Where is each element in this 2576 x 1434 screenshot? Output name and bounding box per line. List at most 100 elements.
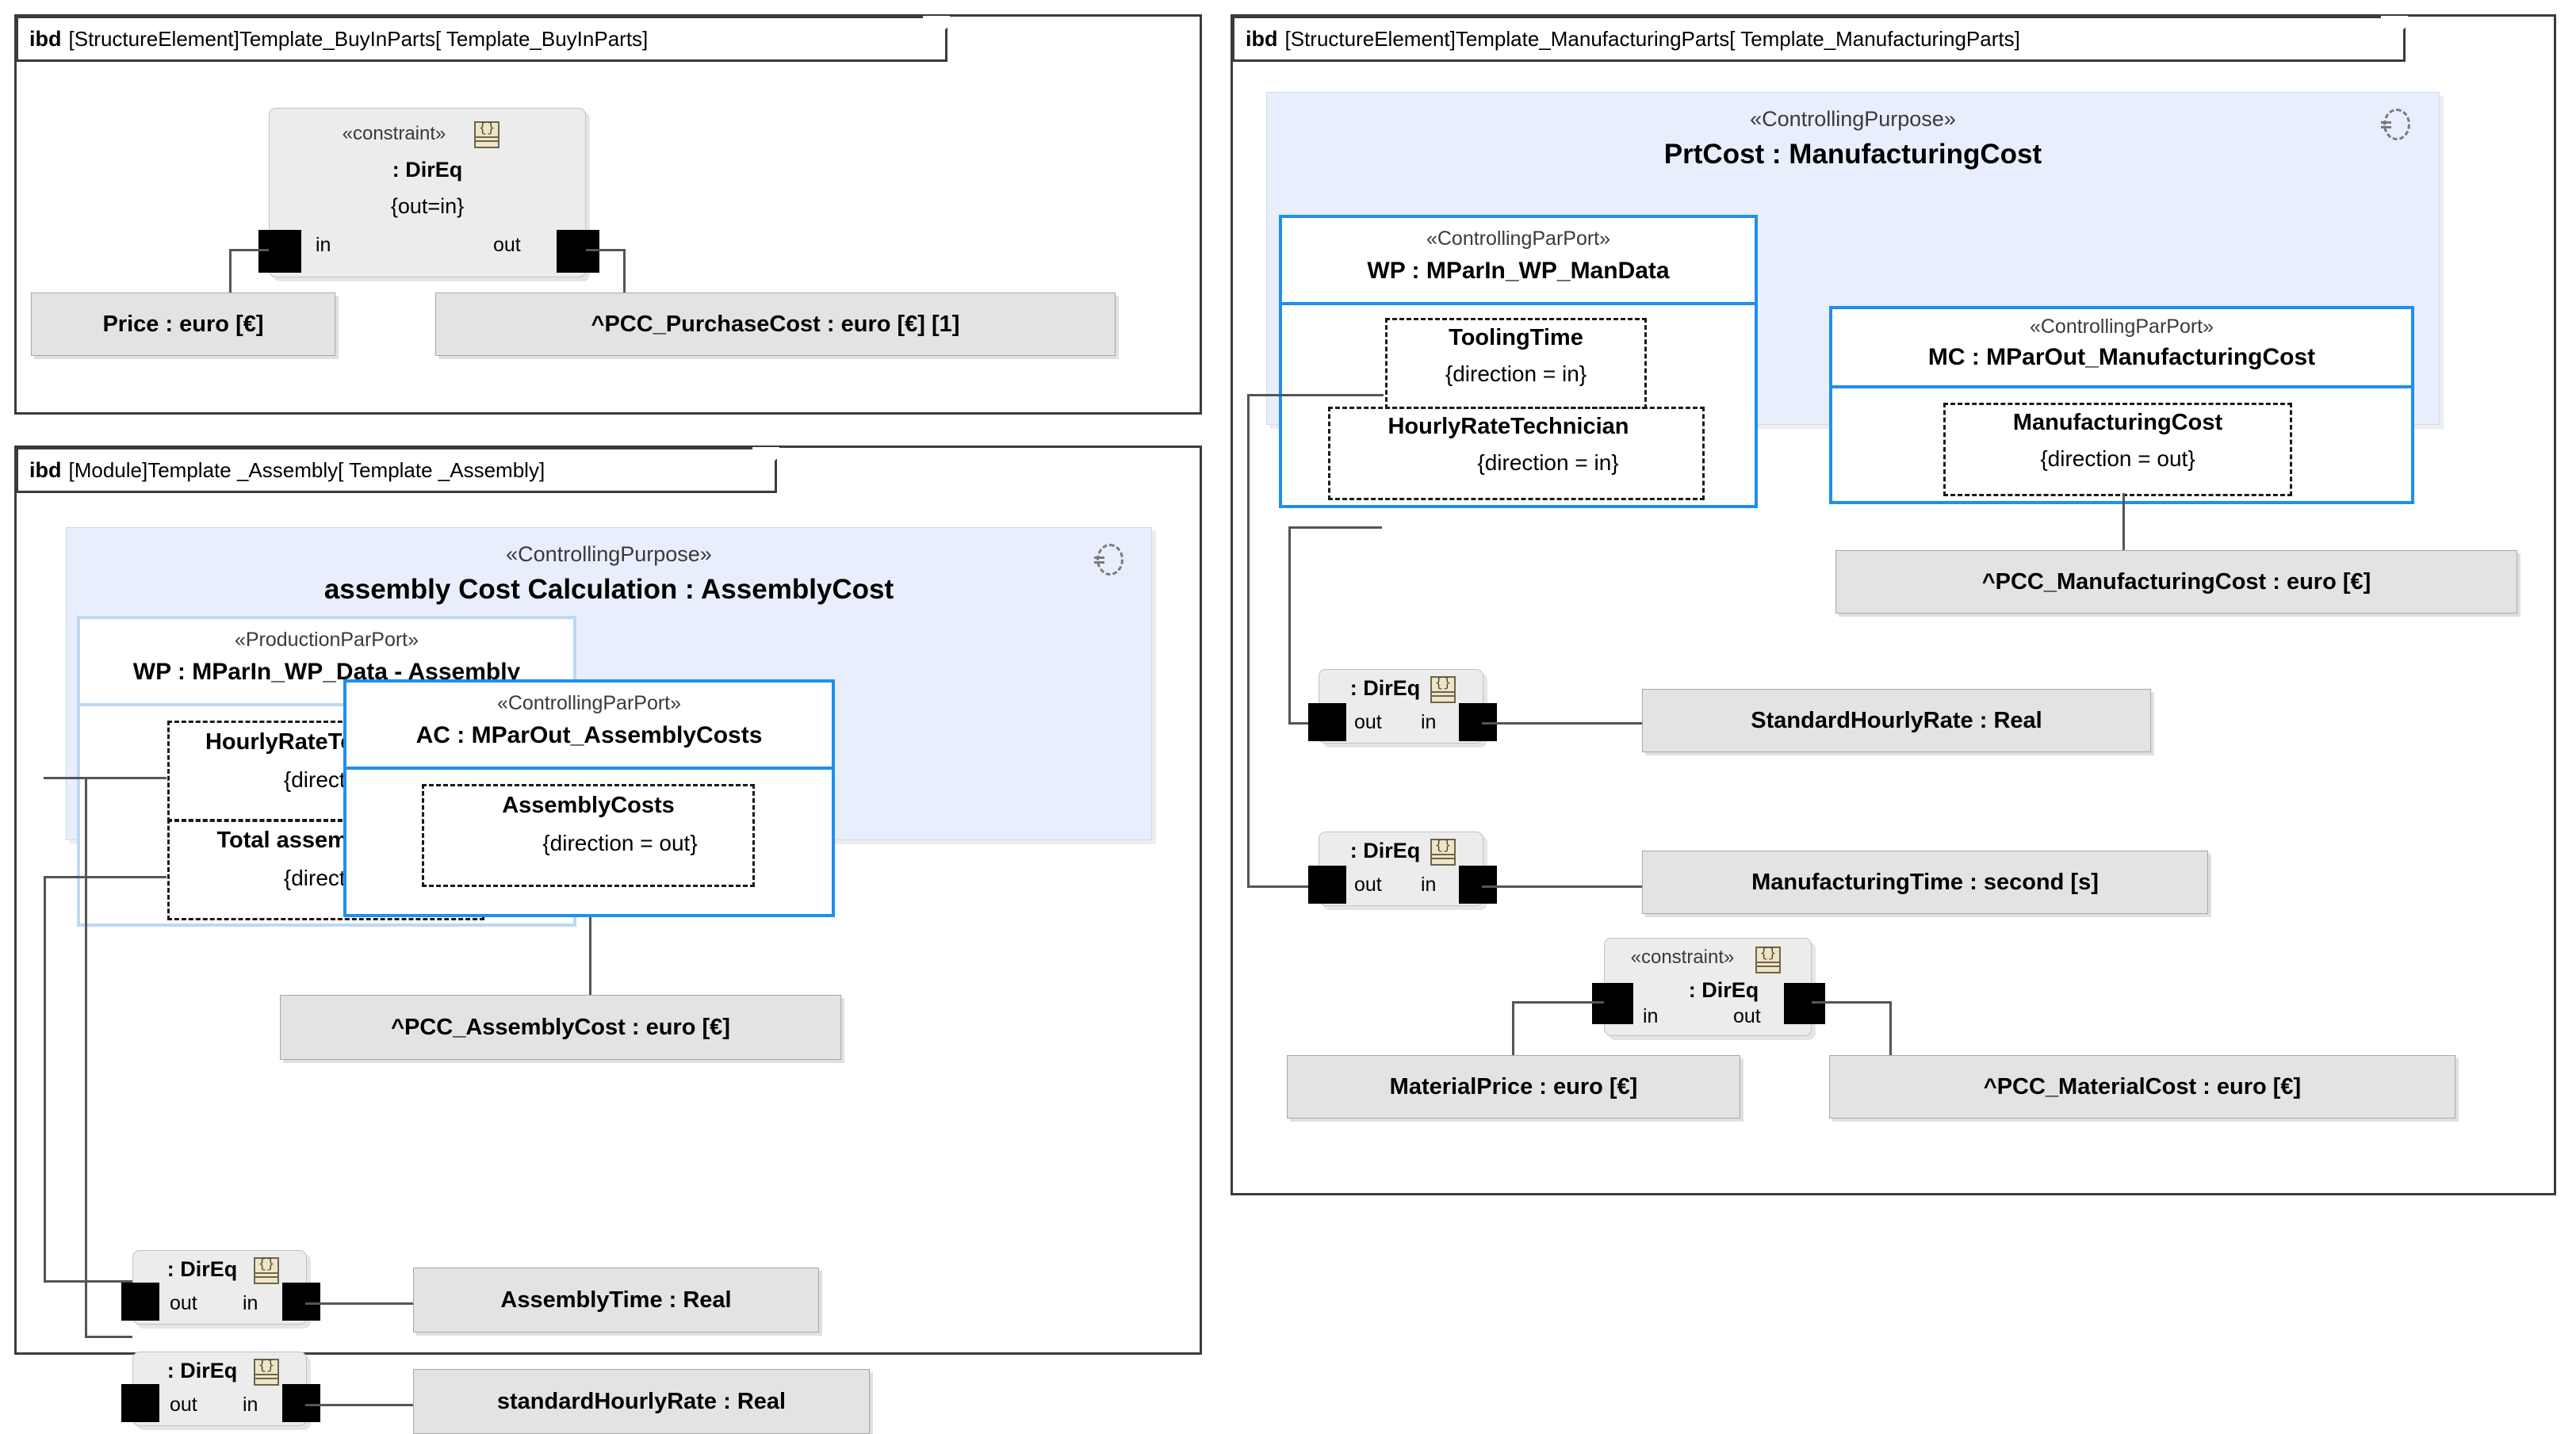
parport-name: AC : MParOut_AssemblyCosts	[415, 722, 763, 748]
connector-direq2-to-standardhourlyrate	[305, 1404, 416, 1406]
ibd-frame-assembly: ibd [Module]Template _Assembly[ Template…	[14, 445, 1202, 1434]
value-box-label: AssemblyTime : Real	[500, 1287, 732, 1313]
constraint-stereotype: «constraint»	[1630, 946, 1735, 968]
value-box-assemblytime[interactable]: AssemblyTime : Real	[413, 1268, 819, 1333]
constraint-note-glyph: {}	[1434, 676, 1452, 691]
value-box-label: ^PCC_MaterialCost : euro [€]	[1983, 1073, 2302, 1099]
connector-material-out-h	[1812, 1001, 1891, 1004]
property-name: AssemblyCosts	[502, 793, 675, 818]
value-box-standardhourlyrate[interactable]: StandardHourlyRate : Real	[1642, 689, 2151, 752]
parport-header: «ControllingParPort» MC : MParOut_Manufa…	[1832, 309, 2411, 388]
constraint-name: : DirEq	[167, 1257, 238, 1281]
port-in-label: in	[1421, 874, 1437, 896]
connector-direq1-to-standardhourlyrate	[1482, 722, 1647, 725]
frame-tab-notch	[752, 447, 779, 493]
value-box-pcc-assemblycost[interactable]: ^PCC_AssemblyCost : euro [€]	[280, 995, 841, 1060]
property-manufacturingcost[interactable]: ManufacturingCost {direction = out}	[1943, 403, 2292, 496]
port-in-label: in	[243, 1292, 258, 1314]
value-box-pcc-manufacturingcost[interactable]: ^PCC_ManufacturingCost : euro [€]	[1835, 550, 2517, 614]
port-out-label: out	[170, 1394, 197, 1416]
value-box-purchasecost[interactable]: ^PCC_PurchaseCost : euro [€] [1]	[435, 293, 1116, 356]
parport-stereotype: «ControllingParPort»	[1426, 228, 1611, 250]
frame-keyword: ibd	[29, 457, 62, 482]
port-in[interactable]	[282, 1283, 320, 1321]
frame-tab-notch	[923, 16, 950, 62]
constraint-name: : DirEq	[1688, 978, 1759, 1002]
port-out-label: out	[1354, 874, 1382, 896]
property-toolingtime[interactable]: ToolingTime {direction = in}	[1385, 318, 1647, 409]
value-box-materialprice[interactable]: MaterialPrice : euro [€]	[1287, 1055, 1740, 1119]
constraint-direq-manufacturing-2[interactable]: : DirEq {} out in	[1308, 832, 1497, 906]
frame-title: [StructureElement]Template_BuyInParts[ T…	[68, 26, 649, 51]
port-out[interactable]	[1308, 703, 1346, 741]
connector-wp-p1-v	[1247, 394, 1250, 888]
constraint-property-icon	[1093, 542, 1123, 576]
constraint-direq-assembly-2[interactable]: : DirEq {} out in	[121, 1352, 320, 1426]
value-box-standardhourlyrate[interactable]: standardHourlyRate : Real	[413, 1369, 870, 1434]
port-out[interactable]	[1308, 866, 1346, 904]
connector-wp-p1-v	[85, 777, 87, 1338]
connector-wp-p1-h2	[85, 1336, 132, 1338]
parport-mc-manufacturing[interactable]: «ControllingParPort» MC : MParOut_Manufa…	[1829, 306, 2414, 504]
port-in-label: in	[316, 234, 331, 256]
parport-stereotype: «ControllingParPort»	[496, 692, 682, 714]
constraint-note-glyph: {}	[1434, 839, 1452, 854]
constraint-name: : DirEq	[1349, 839, 1421, 862]
connector-wp-p1-h2	[1247, 885, 1319, 888]
frame-title: [Module]Template _Assembly[ Template _As…	[68, 457, 545, 482]
property-name: ManufacturingCost	[2012, 410, 2223, 435]
connector-wp-p1-h	[1247, 394, 1384, 396]
property-assemblycosts[interactable]: AssemblyCosts {direction = out}	[422, 784, 755, 887]
value-box-label: standardHourlyRate : Real	[496, 1388, 787, 1414]
value-box-label: ^PCC_PurchaseCost : euro [€] [1]	[591, 311, 960, 337]
parport-header: «ControllingParPort» WP : MParIn_WP_ManD…	[1282, 218, 1755, 305]
constraint-direq-material[interactable]: «constraint» {} : DirEq in out	[1592, 938, 1825, 1036]
connector-in-v	[229, 249, 232, 324]
port-in[interactable]	[1459, 866, 1497, 904]
port-out[interactable]	[121, 1384, 159, 1422]
connector-material-in-h	[1512, 1001, 1604, 1004]
constraint-note-glyph: {}	[1759, 946, 1777, 962]
connector-out-v	[623, 249, 626, 324]
constraint-note-icon: {}	[254, 1257, 279, 1284]
property-direction: {direction = out}	[2040, 446, 2195, 471]
connector-material-out-v	[1889, 1001, 1892, 1057]
constraint-note-glyph: {}	[478, 121, 496, 136]
constraint-note-icon: {}	[1430, 839, 1456, 866]
value-box-label: Price : euro [€]	[102, 311, 264, 337]
frame-tab-notch	[2381, 16, 2408, 62]
port-out-label: out	[1733, 1005, 1761, 1027]
block-name: assembly Cost Calculation : AssemblyCost	[323, 574, 894, 605]
constraint-direq-assembly-1[interactable]: : DirEq {} out in	[121, 1250, 320, 1325]
parport-wp-manufacturing[interactable]: «ControllingParPort» WP : MParIn_WP_ManD…	[1279, 215, 1758, 508]
port-out[interactable]	[121, 1283, 159, 1321]
port-out[interactable]	[557, 230, 599, 273]
frame-keyword: ibd	[29, 26, 62, 51]
value-box-manufacturingtime[interactable]: ManufacturingTime : second [s]	[1642, 851, 2208, 914]
port-out[interactable]	[1784, 983, 1825, 1024]
value-box-price[interactable]: Price : euro [€]	[31, 293, 335, 356]
value-box-pcc-materialcost[interactable]: ^PCC_MaterialCost : euro [€]	[1829, 1055, 2455, 1119]
property-direction: {direction = in}	[1477, 450, 1619, 475]
port-in[interactable]	[1592, 983, 1633, 1024]
port-in-label: in	[1643, 1005, 1659, 1027]
port-in[interactable]	[282, 1384, 320, 1422]
frame-keyword: ibd	[1246, 26, 1278, 51]
frame-header-assembly: ibd [Module]Template _Assembly[ Template…	[16, 447, 777, 493]
constraint-direq-manufacturing-1[interactable]: : DirEq {} out in	[1308, 669, 1497, 744]
constraint-note-icon: {}	[254, 1359, 279, 1386]
parport-stereotype: «ControllingParPort»	[2029, 315, 2214, 338]
port-out-label: out	[170, 1292, 197, 1314]
port-out-label: out	[1354, 711, 1382, 733]
port-in-label: in	[1421, 711, 1437, 733]
constraint-name: : DirEq	[392, 158, 463, 182]
value-box-label: MaterialPrice : euro [€]	[1389, 1073, 1638, 1099]
constraint-direq-buyinparts[interactable]: «constraint» {} : DirEq {out=in} in out	[258, 108, 599, 277]
parport-ac-assembly[interactable]: «ControllingParPort» AC : MParOut_Assemb…	[343, 679, 835, 917]
constraint-stereotype: «constraint»	[342, 123, 446, 144]
property-hourlyratetechnician[interactable]: HourlyRateTechnician {direction = in}	[1328, 407, 1705, 500]
port-in[interactable]	[258, 230, 301, 273]
frame-header-buyinparts: ibd [StructureElement]Template_BuyInPart…	[16, 16, 947, 62]
block-stereotype: «ControllingPurpose»	[506, 542, 712, 566]
constraint-name: : DirEq	[1349, 676, 1421, 700]
